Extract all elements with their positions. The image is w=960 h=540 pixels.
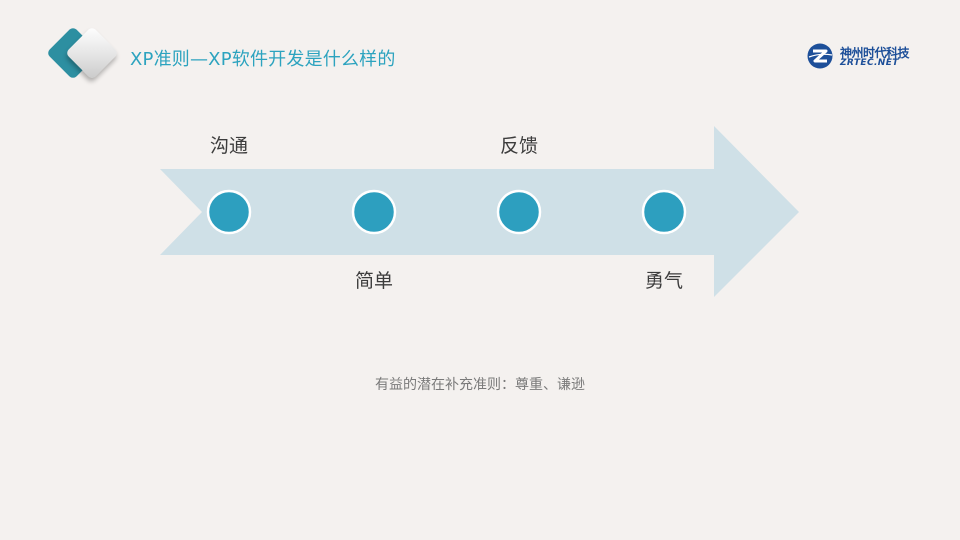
company-logo: 神州时代科技 ZRTEC.NET — [806, 42, 910, 70]
step-label-2: 简单 — [355, 270, 394, 292]
step-label-3: 反馈 — [500, 135, 539, 157]
arrow-nodes — [206, 189, 687, 235]
step-label-1: 沟通 — [210, 135, 249, 157]
page-title: XP准则—XP软件开发是什么样的 — [130, 49, 396, 70]
step-label-4: 勇气 — [645, 270, 684, 292]
step-node-3 — [496, 189, 542, 235]
supplementary-note: 有益的潜在补充准则：尊重、谦逊 — [375, 377, 585, 393]
process-arrow-shape — [160, 126, 799, 297]
logo-cn-text: 神州时代科技 — [840, 46, 910, 60]
step-node-1 — [206, 189, 252, 235]
zrtec-logo-icon — [807, 43, 833, 69]
step-node-4 — [641, 189, 687, 235]
logo-en-text: ZRTEC.NET — [840, 58, 899, 68]
step-node-2 — [351, 189, 397, 235]
